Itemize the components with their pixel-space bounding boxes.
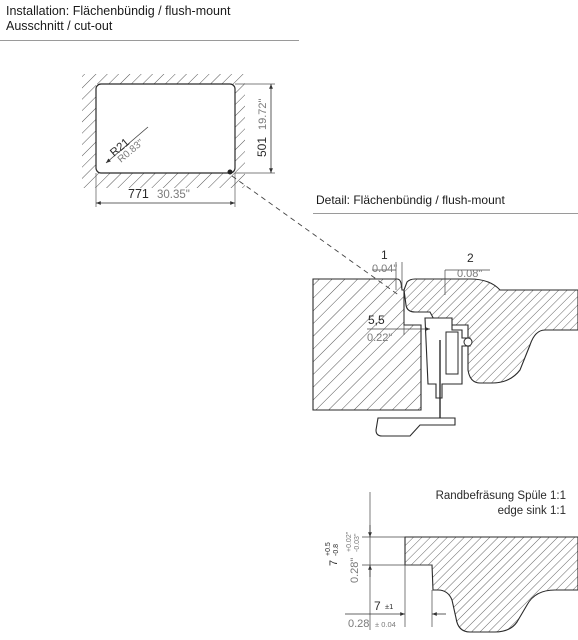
detail-reference-dot: [227, 169, 233, 175]
height-mm-label: 501: [255, 137, 269, 157]
flush-mount-detail: 1 0.04" 2 0.08" 5,5 0.22": [312, 248, 578, 437]
radius-leader: [105, 126, 149, 164]
clamp-foot: [375, 417, 456, 437]
edge-width-tol: ±1: [385, 602, 393, 611]
depth-in-label: 0.22": [367, 332, 392, 344]
cutout-outline: [95, 83, 236, 174]
edge-title-de: Randbefräsung Spüle 1:1: [436, 490, 566, 502]
gap-in-label: 0.04": [372, 263, 397, 275]
width-mm-label: 771: [128, 187, 149, 201]
edge-depth-tol-plus: +0.5: [325, 542, 332, 556]
detail-title: Detail: Flächenbündig / flush-mount: [316, 193, 505, 207]
clip-inner: [445, 331, 459, 375]
edge-sink-detail: Randbefräsung Spüle 1:1 edge sink 1:1 7 …: [325, 490, 578, 633]
edge-width-in-tol: ± 0.04: [375, 620, 396, 629]
detail-divider: [313, 213, 578, 214]
edge-profile-section: [404, 536, 578, 633]
step-in-label: 0.08": [457, 268, 482, 280]
edge-depth-in-tol-plus: +0.02": [346, 531, 353, 552]
edge-width-in-label: 0.28: [348, 618, 369, 630]
gap-mm-label: 1: [381, 248, 388, 262]
height-in-label: 19.72": [257, 98, 269, 130]
cutout-title: Ausschnitt / cut-out: [6, 19, 113, 33]
edge-width-mm-label: 7: [374, 599, 381, 613]
edge-title-en: edge sink 1:1: [498, 505, 566, 517]
width-in-label: 30.35": [157, 189, 190, 201]
detail-leader-dashed: [231, 175, 401, 297]
installation-title: Installation: Flächenbündig / flush-moun…: [6, 4, 231, 18]
depth-mm-label: 5,5: [368, 313, 385, 327]
edge-depth-in-tol-minus: -0.03": [354, 533, 361, 552]
edge-depth-in-label: 0.28": [349, 558, 361, 583]
step-mm-label: 2: [467, 251, 474, 265]
edge-depth-tol-minus: -0.8: [333, 544, 340, 556]
cutout-view: R21 R0.83" 501 19.72" 771 30.35": [82, 74, 275, 207]
cutout-hatch-frame: [82, 74, 245, 188]
clip-screw: [463, 337, 473, 347]
edge-depth-mm-label: 7: [328, 560, 340, 566]
mounting-clip: [424, 317, 471, 399]
header-divider: [0, 40, 299, 41]
sink-rim-section: [403, 278, 578, 384]
countertop-section: [312, 278, 422, 411]
